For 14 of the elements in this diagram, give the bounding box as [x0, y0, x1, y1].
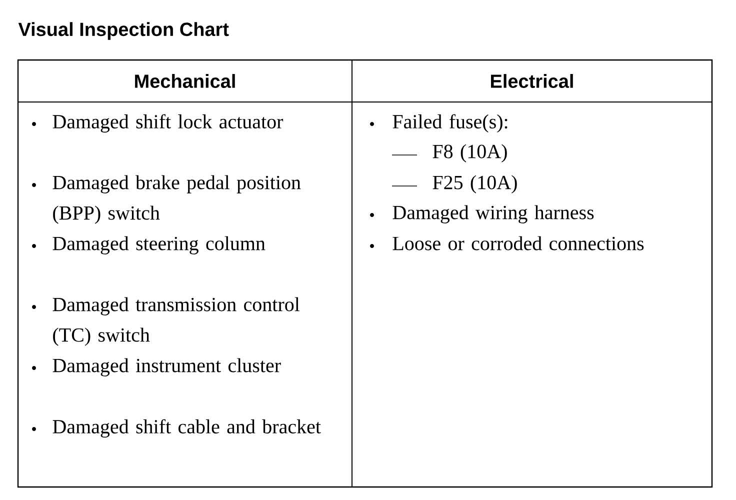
list-item: Damaged brake pedal position (BPP) switch [32, 175, 301, 224]
list-item: Damaged transmission control (TC) switch [32, 297, 300, 346]
list-item: Damaged wiring harness [370, 205, 594, 224]
list-item: Loose or corroded connections [370, 236, 644, 250]
list-item: Damaged shift lock actuator [32, 114, 284, 133]
chart-title: Visual Inspection Chart [18, 22, 229, 40]
list-item: F25 (10A) [392, 175, 517, 194]
list-item: Damaged steering column [32, 236, 266, 254]
list-item: F8 (10A) [392, 144, 507, 162]
list-item: Damaged instrument cluster [32, 358, 281, 376]
column-header: Mechanical [135, 74, 235, 88]
list-item: Damaged shift cable and bracket [32, 419, 321, 438]
column-header: Electrical [491, 74, 573, 88]
list-item: Failed fuse(s): [370, 114, 508, 133]
